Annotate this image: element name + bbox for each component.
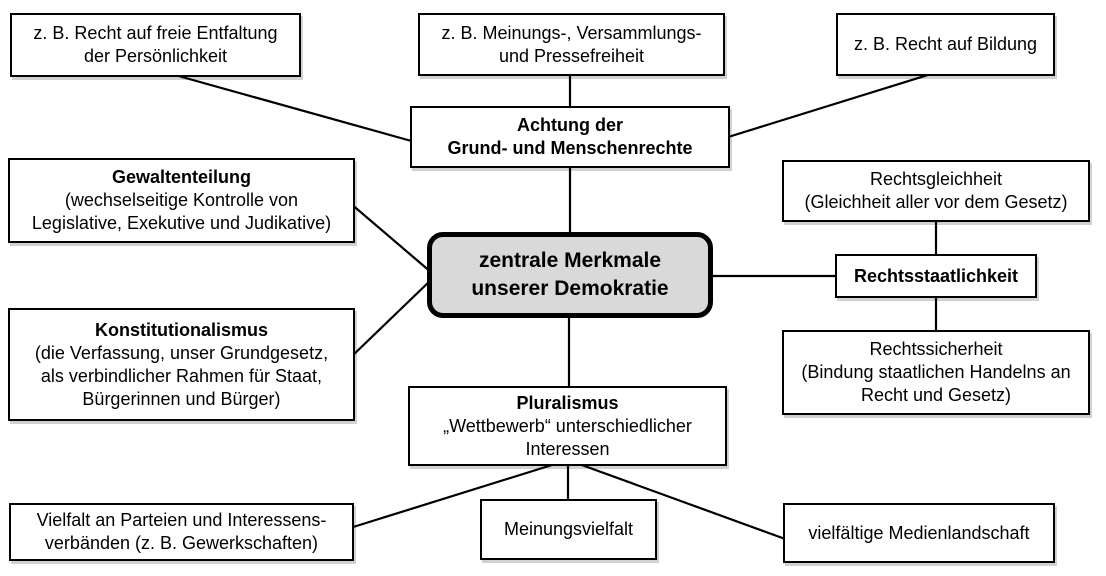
node-konstitutionalismus: Konstitutionalismus (die Verfassung, uns… bbox=[8, 308, 355, 421]
connector-konstitutionalismus-central bbox=[349, 278, 433, 359]
node-rechtsstaatlichkeit-text: Rechtsstaatlichkeit bbox=[853, 265, 1019, 286]
node-zentrale-merkmale-unserer-demokratie: zentrale Merkmale unserer Demokratie bbox=[427, 232, 713, 318]
connector-gewaltenteilung-central bbox=[349, 202, 433, 274]
node-rechtssicherheit-text: Rechtssicherheit (Bindung staatlichen Ha… bbox=[801, 339, 1071, 405]
node-vielfalt-an-parteien-text: Vielfalt an Parteien und Interessens- ve… bbox=[36, 510, 327, 553]
node-recht-auf-bildung-text: z. B. Recht auf Bildung bbox=[853, 34, 1038, 54]
node-zentrale-merkmale-unserer-demokratie-text: zentrale Merkmale unserer Demokratie bbox=[471, 249, 669, 300]
node-rechtssicherheit: Rechtssicherheit (Bindung staatlichen Ha… bbox=[782, 330, 1090, 415]
node-achtung-grund-und-menschenrechte: Achtung der Grund- und Menschenrechte bbox=[410, 106, 730, 168]
node-recht-auf-freie-entfaltung-text: z. B. Recht auf freie Entfaltung der Per… bbox=[33, 23, 278, 66]
node-meinungsvielfalt: Meinungsvielfalt bbox=[480, 499, 657, 560]
node-vielfalt-an-parteien: Vielfalt an Parteien und Interessens- ve… bbox=[9, 503, 354, 561]
connector-pluralismus-parteien bbox=[349, 458, 569, 530]
node-pluralismus: Pluralismus „Wettbewerb“ unterschiedlich… bbox=[408, 386, 727, 466]
node-konstitutionalismus-body: (die Verfassung, unser Grundgesetz, als … bbox=[34, 342, 329, 409]
node-pluralismus-title: Pluralismus bbox=[516, 392, 619, 413]
node-recht-auf-freie-entfaltung: z. B. Recht auf freie Entfaltung der Per… bbox=[10, 13, 301, 77]
node-vielfaeltige-medienlandschaft: vielfältige Medienlandschaft bbox=[783, 503, 1055, 563]
node-rechtsgleichheit-text: Rechtsgleichheit (Gleichheit aller vor d… bbox=[804, 169, 1068, 212]
node-recht-auf-bildung: z. B. Recht auf Bildung bbox=[836, 13, 1055, 76]
connector-pluralismus-medienlandschaft bbox=[567, 458, 789, 542]
node-meinungs-versammlungs-pressefreiheit-text: z. B. Meinungs-, Versammlungs- und Press… bbox=[441, 22, 702, 66]
node-vielfaeltige-medienlandschaft-text: vielfältige Medienlandschaft bbox=[808, 522, 1030, 543]
node-pluralismus-body: „Wettbewerb“ unterschiedlicher Interesse… bbox=[443, 415, 692, 459]
node-rechtsgleichheit: Rechtsgleichheit (Gleichheit aller vor d… bbox=[782, 160, 1090, 222]
node-gewaltenteilung-body: (wechselseitige Kontrolle von Legislativ… bbox=[31, 190, 332, 233]
node-rechtsstaatlichkeit: Rechtsstaatlichkeit bbox=[835, 254, 1037, 298]
node-gewaltenteilung: Gewaltenteilung (wechselseitige Kontroll… bbox=[8, 158, 355, 243]
connector-entfaltung-achtung bbox=[156, 68, 416, 144]
node-meinungsvielfalt-text: Meinungsvielfalt bbox=[503, 519, 634, 539]
node-gewaltenteilung-title: Gewaltenteilung bbox=[111, 167, 252, 187]
node-meinungs-versammlungs-pressefreiheit: z. B. Meinungs-, Versammlungs- und Press… bbox=[418, 13, 725, 76]
node-konstitutionalismus-title: Konstitutionalismus bbox=[94, 319, 268, 340]
connector-bildung-achtung bbox=[724, 68, 945, 140]
node-achtung-grund-und-menschenrechte-text: Achtung der Grund- und Menschenrechte bbox=[447, 115, 693, 158]
